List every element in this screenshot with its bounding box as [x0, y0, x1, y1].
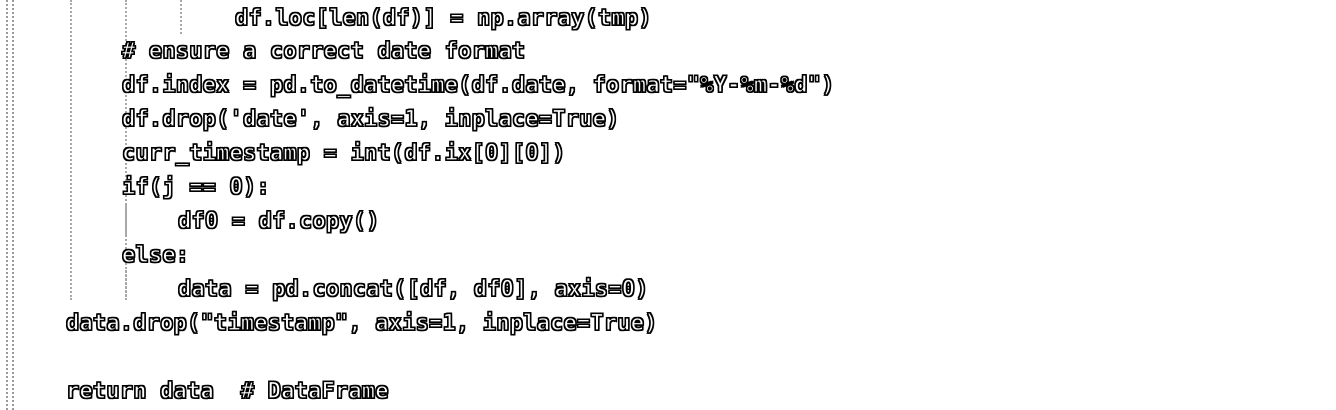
code-line-10: data.drop("timestamp", axis=1, inplace=T…: [65, 310, 658, 336]
indent-guide: [125, 0, 127, 300]
gutter-border: [6, 0, 8, 410]
gutter-border-inner: [12, 0, 14, 410]
code-line-9: data = pd.concat([df, df0], axis=0): [177, 276, 649, 302]
indent-guide: [125, 270, 127, 300]
code-line-2-comment: # ensure a correct date format: [121, 38, 526, 64]
code-line-4: df.drop('date', axis=1, inplace=True): [121, 106, 620, 132]
code-line-1: df.loc[len(df)] = np.array(tmp): [234, 5, 652, 31]
indent-guide: [125, 205, 127, 235]
indent-guide: [70, 0, 72, 300]
code-line-5: curr_timestamp = int(df.ix[0][0]): [121, 140, 566, 166]
code-line-6: if(j == 0):: [121, 174, 270, 200]
code-line-3: df.index = pd.to_datetime(df.date, forma…: [121, 72, 835, 98]
code-line-8: else:: [121, 242, 190, 268]
indent-guide: [180, 0, 182, 34]
code-line-7: df0 = df.copy(): [177, 208, 380, 234]
code-line-12: return data # DataFrame: [65, 378, 389, 404]
